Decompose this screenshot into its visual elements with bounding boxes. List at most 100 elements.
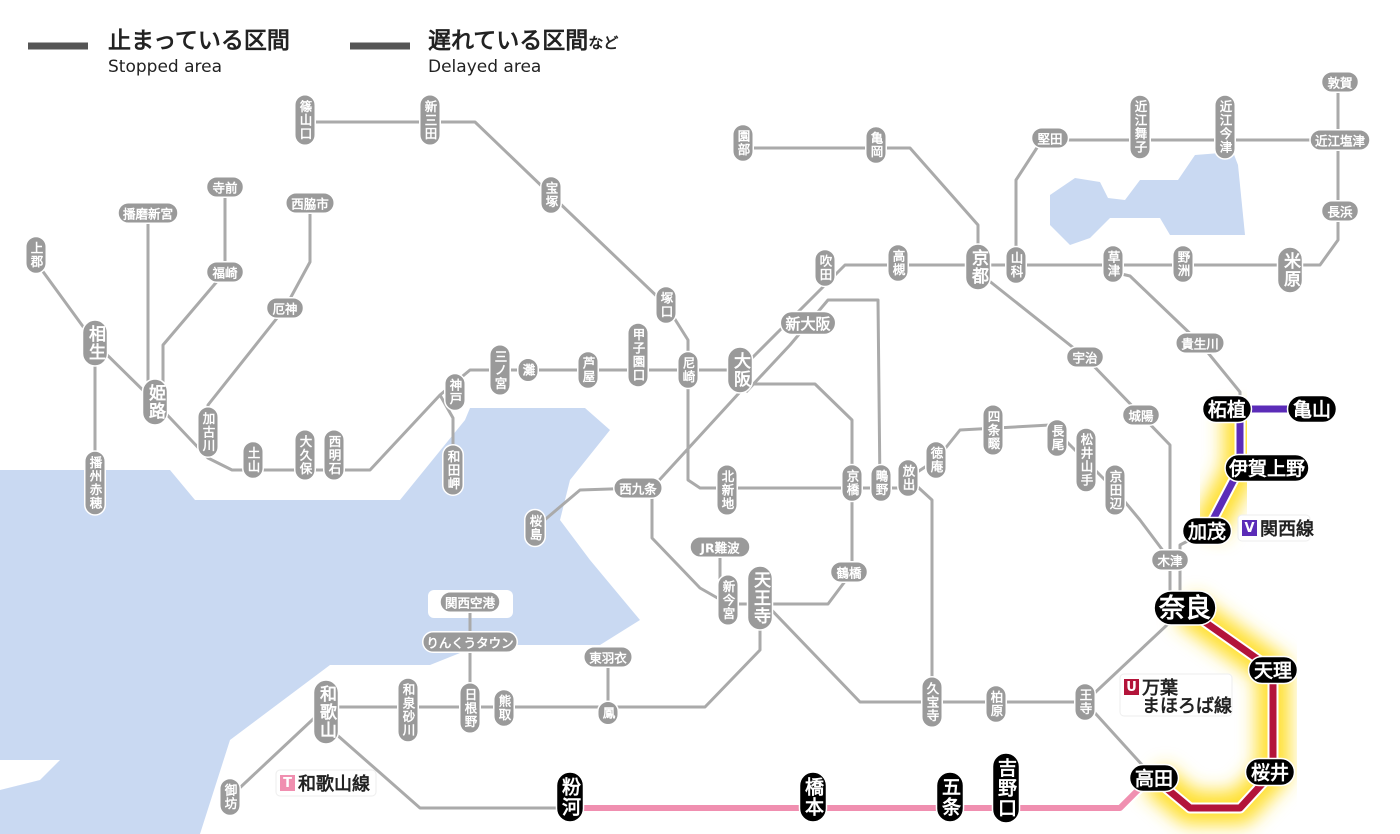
station-normal[interactable]: 野洲 (1172, 244, 1194, 284)
station-normal[interactable]: 灘 (517, 357, 539, 383)
station-normal[interactable]: 米原 (1276, 246, 1304, 294)
station-normal[interactable]: 宝塚 (540, 175, 562, 215)
station-normal[interactable]: 上郡 (25, 235, 47, 275)
station-normal[interactable]: 桜島 (524, 508, 546, 548)
station-normal[interactable]: 貴生川 (1175, 332, 1225, 354)
station-normal[interactable]: 播磨新宮 (117, 202, 179, 224)
station-normal[interactable]: 王寺 (1074, 682, 1096, 722)
station-normal[interactable]: 厄神 (265, 297, 305, 319)
station-normal[interactable]: 天王寺 (746, 565, 774, 631)
station-normal[interactable]: 敦賀 (1320, 71, 1360, 93)
rail-line (650, 382, 854, 606)
station-delayed[interactable]: 桜井 (1244, 757, 1296, 787)
station-normal[interactable]: 福崎 (205, 261, 245, 283)
station-name: 草津 (1106, 250, 1121, 278)
station-normal[interactable]: 芦屋 (577, 350, 599, 390)
station-normal[interactable]: 長尾 (1046, 418, 1068, 458)
station-normal[interactable]: 園部 (732, 123, 754, 163)
station-normal[interactable]: 和田岬 (442, 444, 464, 496)
station-normal[interactable]: 鶴橋 (829, 561, 869, 583)
station-normal[interactable]: 熊取 (493, 688, 515, 728)
station-normal[interactable]: 京橋 (841, 463, 863, 503)
station-normal[interactable]: 新三田 (419, 94, 441, 146)
legend-delayed-subtitle: Delayed area (428, 57, 541, 77)
station-delayed[interactable]: 橋本 (798, 771, 828, 823)
station-normal[interactable]: 久宝寺 (921, 676, 943, 728)
station-normal[interactable]: 新今宮 (717, 574, 739, 626)
station-normal[interactable]: 近江塩津 (1309, 129, 1371, 151)
station-delayed[interactable]: 粉河 (555, 771, 585, 823)
station-delayed[interactable]: 五条 (935, 771, 965, 823)
station-normal[interactable]: 京都 (964, 243, 992, 291)
station-normal[interactable]: 姫路 (141, 378, 169, 426)
station-normal[interactable]: 寺前 (205, 176, 245, 198)
station-normal[interactable]: 新大阪 (779, 310, 837, 336)
rail-line (305, 120, 908, 490)
station-normal[interactable]: 尼崎 (677, 350, 699, 390)
station-normal[interactable]: 加古川 (197, 406, 219, 458)
line-name: 関西線 (1260, 518, 1314, 540)
station-normal[interactable]: 西明石 (323, 429, 345, 481)
station-delayed[interactable]: 伊賀上野 (1224, 453, 1310, 483)
station-normal[interactable]: 堅田 (1030, 127, 1070, 149)
station-normal[interactable]: 三ノ宮 (489, 344, 511, 396)
station-normal[interactable]: 松井山手 (1075, 427, 1097, 493)
station-normal[interactable]: 長浜 (1320, 200, 1360, 222)
station-normal[interactable]: 御坊 (219, 777, 241, 817)
station-normal[interactable]: 相生 (81, 319, 109, 367)
station-name: 宇治 (1072, 351, 1098, 366)
station-normal[interactable]: 土山 (242, 440, 264, 480)
legend: 止まっている区間 Stopped area 遅れている区間など Delayed … (28, 28, 618, 77)
station-delayed[interactable]: 天理 (1247, 655, 1299, 685)
station-pill (1320, 71, 1360, 93)
station-normal[interactable]: 城陽 (1121, 404, 1161, 426)
station-pill (726, 346, 754, 394)
station-pill (25, 235, 47, 275)
station-pill (540, 175, 562, 215)
station-delayed[interactable]: 吉野口 (991, 752, 1021, 824)
station-normal[interactable]: 高槻 (887, 243, 909, 283)
station-delayed[interactable]: 高田 (1128, 763, 1180, 793)
station-normal[interactable]: 鴫野 (870, 463, 892, 503)
station-normal[interactable]: 関西空港 (439, 591, 501, 613)
station-normal[interactable]: 四条畷 (982, 404, 1004, 456)
station-normal[interactable]: 和歌山 (312, 679, 340, 745)
station-normal[interactable]: 大久保 (294, 429, 316, 481)
station-normal[interactable]: 木津 (1150, 549, 1190, 571)
station-normal[interactable]: 放出 (897, 458, 919, 498)
station-normal[interactable]: 徳庵 (925, 440, 947, 480)
station-normal[interactable]: 塚口 (655, 285, 677, 325)
station-delayed[interactable]: 柘植 (1201, 394, 1253, 424)
station-name: 天王寺 (750, 571, 771, 625)
station-normal[interactable]: 山科 (1005, 245, 1027, 285)
station-normal[interactable]: 草津 (1102, 244, 1124, 284)
station-normal[interactable]: りんくうタウン (422, 631, 518, 653)
station-normal[interactable]: 吹田 (814, 248, 836, 288)
station-normal[interactable]: 大阪 (726, 346, 754, 394)
station-normal[interactable]: 北新地 (716, 464, 738, 516)
station-normal[interactable]: JR難波 (689, 536, 751, 558)
station-normal[interactable]: 甲子園口 (627, 322, 649, 388)
station-normal[interactable]: 近江今津 (1214, 94, 1236, 160)
station-name: 貴生川 (1181, 337, 1219, 352)
station-pill (489, 344, 511, 396)
station-delayed[interactable]: 亀山 (1286, 394, 1338, 424)
station-normal[interactable]: 鳳 (597, 700, 619, 726)
station-pill (444, 372, 466, 412)
station-normal[interactable]: 日根野 (459, 682, 481, 734)
station-normal[interactable]: 柏原 (985, 684, 1007, 724)
station-normal[interactable]: 神戸 (444, 372, 466, 412)
station-normal[interactable]: 宇治 (1065, 346, 1105, 368)
station-delayed[interactable]: 加茂 (1181, 516, 1233, 546)
station-normal[interactable]: 西九条 (613, 477, 663, 499)
station-normal[interactable]: 篠山口 (294, 94, 316, 146)
station-normal[interactable]: 亀岡 (865, 125, 887, 165)
station-delayed[interactable]: 奈良 (1153, 590, 1217, 626)
station-normal[interactable]: 東羽衣 (583, 646, 633, 668)
station-normal[interactable]: 西脇市 (285, 192, 335, 214)
station-normal[interactable]: 和泉砂川 (397, 677, 419, 743)
station-normal[interactable]: 京田辺 (1104, 464, 1126, 516)
station-normal[interactable]: 近江舞子 (1129, 94, 1151, 160)
station-normal[interactable]: 播州赤穂 (84, 450, 106, 516)
station-pill (1005, 245, 1027, 285)
